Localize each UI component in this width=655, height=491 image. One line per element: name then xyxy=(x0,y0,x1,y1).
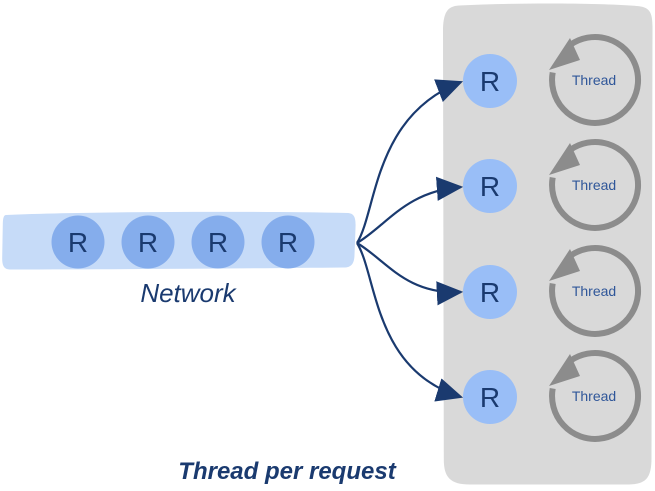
dispatch-arrow xyxy=(356,242,464,402)
dispatch-arrow xyxy=(356,79,464,244)
pool-row: R Thread xyxy=(463,248,638,334)
request-circle: R xyxy=(51,215,105,269)
request-label: R xyxy=(480,382,500,413)
thread-label: Thread xyxy=(572,177,616,193)
dispatch-arrows xyxy=(356,79,464,402)
request-label: R xyxy=(138,227,158,258)
request-circle: R xyxy=(261,215,315,269)
request-label: R xyxy=(278,227,298,258)
request-label: R xyxy=(68,227,88,258)
thread-label: Thread xyxy=(572,283,616,299)
request-circle-shape xyxy=(463,370,517,424)
thread-label: Thread xyxy=(572,388,616,404)
request-circle: R xyxy=(191,215,245,269)
request-circle-shape xyxy=(121,215,175,269)
request-circle-shape xyxy=(463,159,517,213)
request-circle-shape xyxy=(463,54,517,108)
network-label: Network xyxy=(140,278,237,308)
request-label: R xyxy=(480,277,500,308)
request-circle-shape xyxy=(51,215,105,269)
network-request-queue: R R R R xyxy=(51,215,315,269)
diagram-title: Thread per request xyxy=(178,458,396,485)
request-circle-shape xyxy=(463,265,517,319)
request-circle: R xyxy=(121,215,175,269)
request-circle-shape xyxy=(191,215,245,269)
dispatch-arrow xyxy=(356,242,464,306)
request-label: R xyxy=(480,171,500,202)
pool-row: R Thread xyxy=(463,37,638,123)
pool-row: R Thread xyxy=(463,353,638,439)
pool-row: R Thread xyxy=(463,142,638,228)
request-label: R xyxy=(480,66,500,97)
request-circle-shape xyxy=(261,215,315,269)
request-label: R xyxy=(208,227,228,258)
dispatch-arrow xyxy=(356,176,464,244)
thread-label: Thread xyxy=(572,72,616,88)
